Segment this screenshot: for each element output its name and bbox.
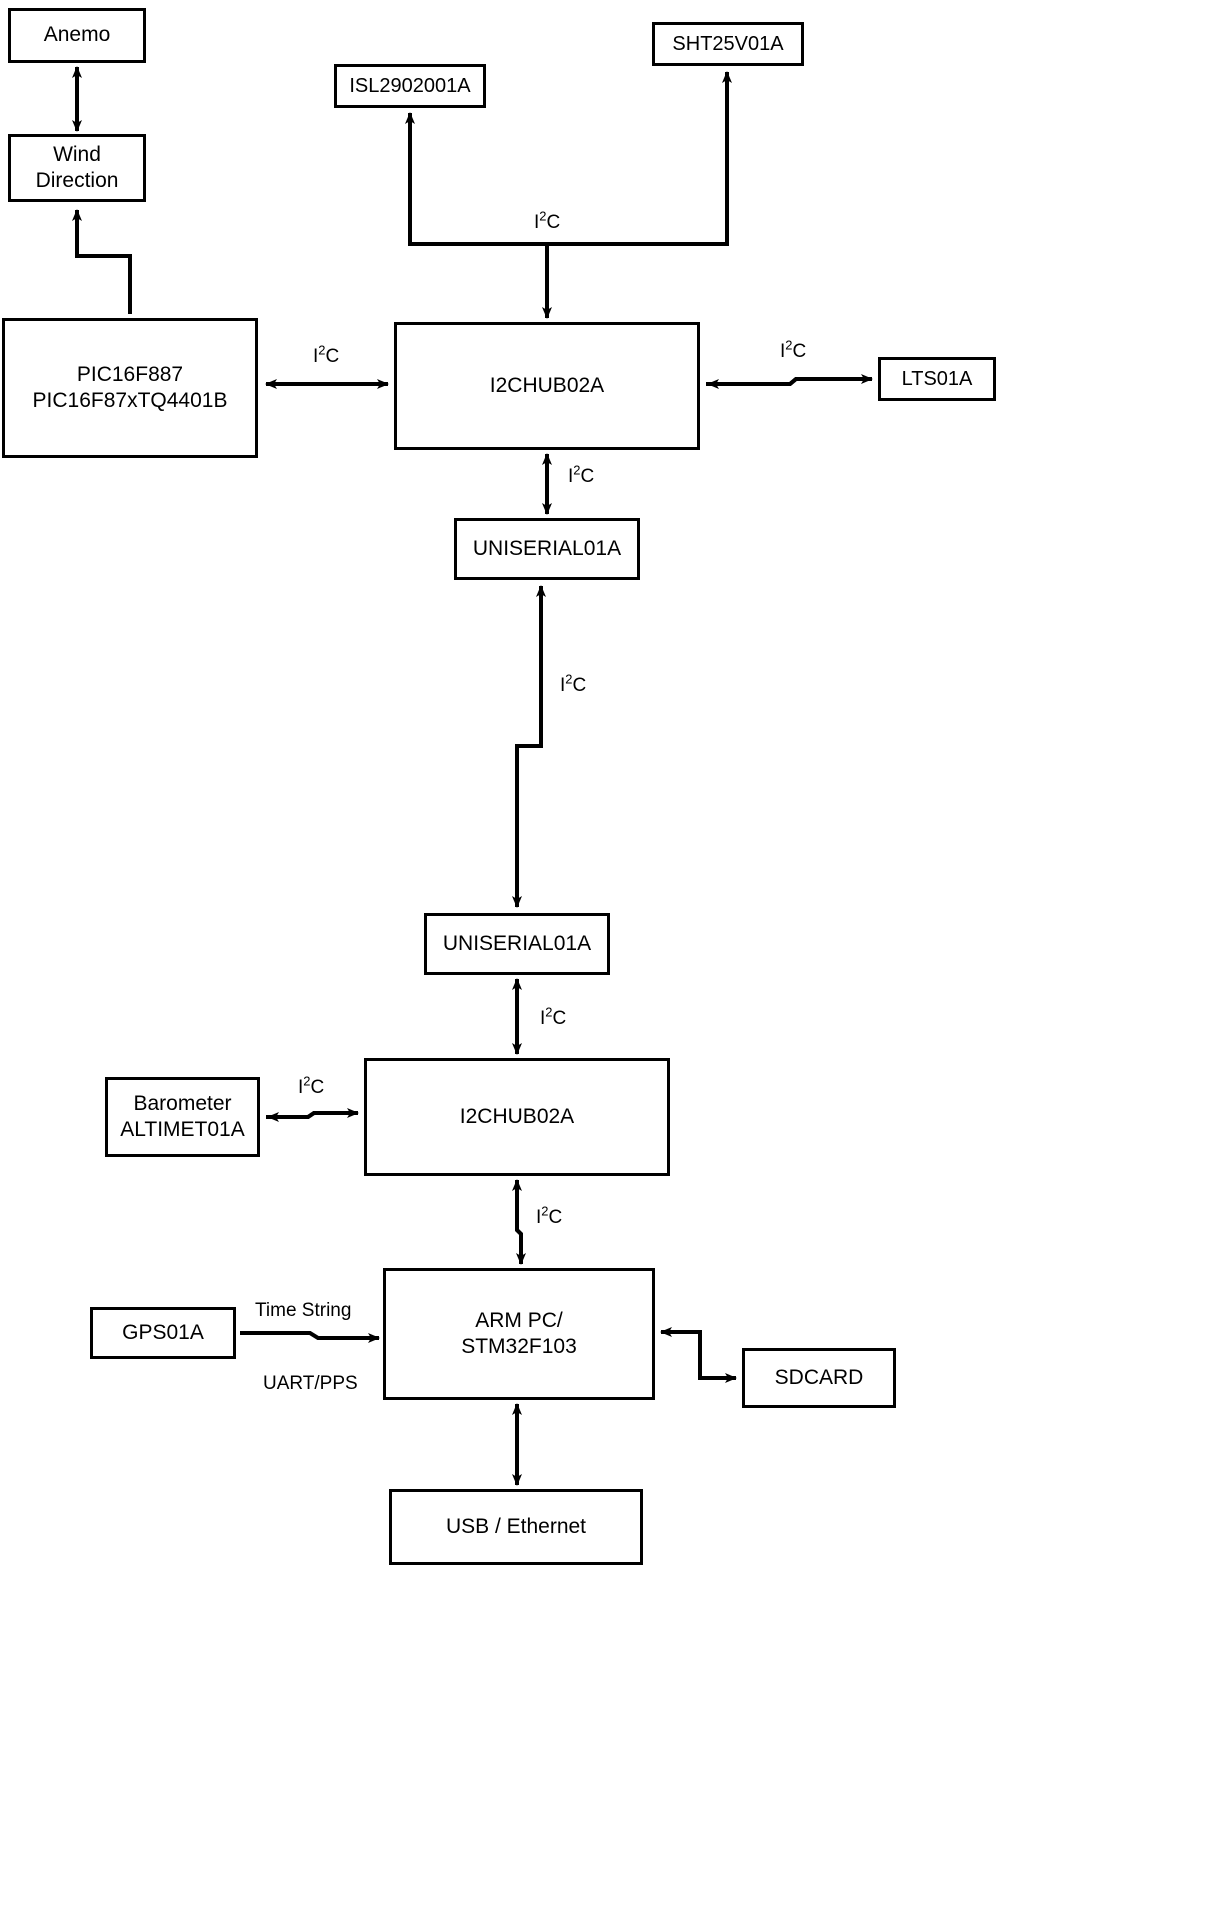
edge-label-hub-bottom-arm-pc: I2C [536, 1203, 563, 1228]
node-barometer-altimet01a[interactable]: Barometer ALTIMET01A [105, 1077, 260, 1157]
conn-uniserial1-uniserial2-down [511, 588, 543, 908]
edge-label-gps-uart-pps: UART/PPS [263, 1373, 358, 1394]
node-pic-microcontroller-label: PIC16F887 PIC16F87xTQ4401B [32, 362, 228, 412]
node-lts01a-label: LTS01A [901, 367, 973, 390]
node-pic-microcontroller[interactable]: PIC16F887 PIC16F87xTQ4401B [2, 318, 258, 458]
conn-lts-hub_top-left [707, 377, 870, 389]
node-uniserial01a-upper[interactable]: UNISERIAL01A [454, 518, 640, 580]
node-lts01a[interactable]: LTS01A [878, 357, 996, 401]
node-i2chub02a-top-label: I2CHUB02A [489, 373, 605, 397]
conn-pic-wind [72, 209, 132, 314]
node-i2chub02a-top[interactable]: I2CHUB02A [394, 322, 700, 450]
edge-label-barometer-hub-bottom: I2C [298, 1073, 325, 1098]
node-gps01a[interactable]: GPS01A [90, 1307, 236, 1359]
edge-label-hub-top-lts01a: I2C [780, 337, 807, 362]
node-gps01a-label: GPS01A [122, 1320, 204, 1344]
node-i2chub02a-bottom-label: I2CHUB02A [459, 1104, 575, 1128]
node-usb-ethernet-label: USB / Ethernet [445, 1514, 587, 1538]
node-arm-pc-stm32f103-label: ARM PC/ STM32F103 [461, 1308, 577, 1358]
node-sdcard-label: SDCARD [774, 1365, 864, 1389]
node-sdcard[interactable]: SDCARD [742, 1348, 896, 1408]
node-uniserial01a-lower[interactable]: UNISERIAL01A [424, 913, 610, 975]
edge-label-hub-top-sensors: I2C [534, 208, 561, 233]
node-i2chub02a-bottom[interactable]: I2CHUB02A [364, 1058, 670, 1176]
conn-gps-arm_pc [240, 1331, 380, 1344]
edge-label-pic-hub-top: I2C [313, 342, 340, 367]
node-arm-pc-stm32f103[interactable]: ARM PC/ STM32F103 [383, 1268, 655, 1400]
conn-hub_top-sht [545, 71, 733, 318]
node-sht25v01a-label: SHT25V01A [672, 32, 784, 55]
conn-hub_bottom-barometer-left [267, 1111, 356, 1122]
node-sht25v01a[interactable]: SHT25V01A [652, 22, 804, 66]
edge-label-hub-top-uniserial-upper: I2C [568, 462, 595, 487]
node-usb-ethernet[interactable]: USB / Ethernet [389, 1489, 643, 1565]
conn-arm_pc-sdcard [663, 1330, 737, 1384]
node-isl2902001a-label: ISL2902001A [349, 74, 471, 97]
node-uniserial01a-upper-label: UNISERIAL01A [472, 536, 622, 560]
edge-label-uniserial-lower-hub-bottom: I2C [540, 1004, 567, 1029]
node-anemo[interactable]: Anemo [8, 8, 146, 63]
node-anemo-label: Anemo [43, 23, 111, 47]
node-wind-direction-label: Wind Direction [35, 142, 119, 192]
conn-sdcard-arm_pc [660, 1326, 702, 1378]
node-isl2902001a[interactable]: ISL2902001A [334, 64, 486, 108]
edge-label-uniserial-link: I2C [560, 671, 587, 696]
node-barometer-altimet01a-label: Barometer ALTIMET01A [120, 1091, 245, 1141]
node-uniserial01a-lower-label: UNISERIAL01A [442, 931, 592, 955]
node-wind-direction[interactable]: Wind Direction [8, 134, 146, 202]
edge-label-gps-time-string: Time String [255, 1300, 352, 1321]
conn-hub_top-isl [405, 112, 549, 318]
conn-arm-hub_bottom-up [512, 1179, 523, 1262]
